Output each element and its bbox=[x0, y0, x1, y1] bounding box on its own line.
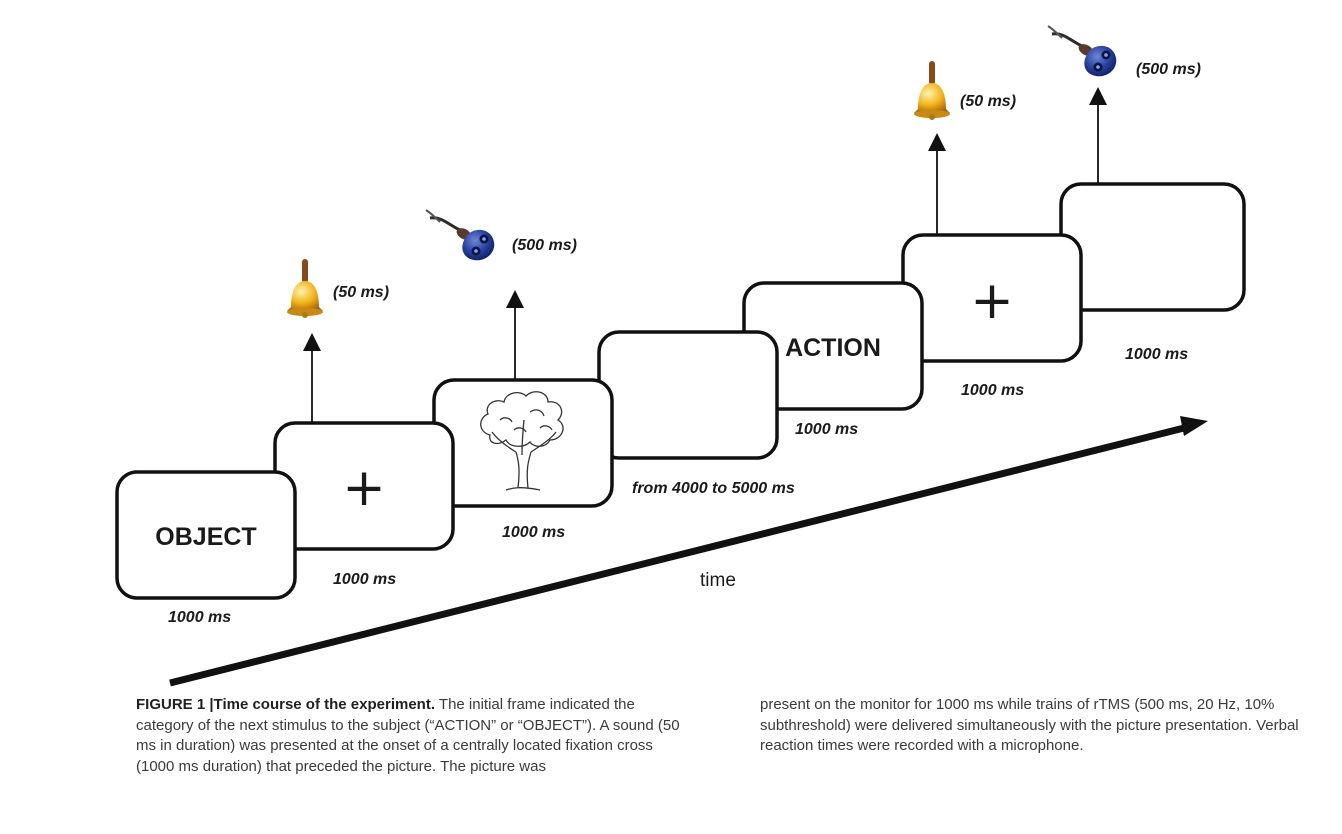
tms-coil-icon bbox=[1046, 24, 1118, 78]
duration-object: 1000 ms bbox=[168, 609, 231, 626]
duration-picture: 1000 ms bbox=[502, 524, 565, 541]
tms-coil-icon bbox=[424, 208, 496, 262]
bell-icon bbox=[287, 259, 323, 318]
caption-text-2: present on the monitor for 1000 ms while… bbox=[760, 696, 1299, 754]
sound-duration-label-1: (50 ms) bbox=[333, 284, 389, 301]
caption-text-1: The initial frame indicated the category… bbox=[136, 696, 680, 775]
action-frame-text: ACTION bbox=[785, 334, 881, 362]
time-axis-arrow bbox=[169, 422, 1193, 687]
duration-action: 1000 ms bbox=[795, 421, 858, 438]
time-axis-arrowhead bbox=[1180, 416, 1208, 436]
object-frame-text: OBJECT bbox=[155, 523, 256, 551]
duration-cross-1: 1000 ms bbox=[333, 571, 396, 588]
caption-title: Time course of the experiment. bbox=[213, 696, 436, 713]
fixation-cross-2: + bbox=[970, 271, 1014, 331]
bell-icon bbox=[914, 61, 950, 120]
duration-blank: from 4000 to 5000 ms bbox=[632, 480, 795, 497]
blank-frame bbox=[597, 330, 779, 460]
sound-duration-label-2: (50 ms) bbox=[960, 93, 1016, 110]
duration-final: 1000 ms bbox=[1125, 346, 1188, 363]
duration-cross-2: 1000 ms bbox=[961, 382, 1024, 399]
picture-frame bbox=[432, 378, 614, 508]
caption-column-2: present on the monitor for 1000 ms while… bbox=[760, 695, 1316, 777]
figure-caption: FIGURE 1 |Time course of the experiment.… bbox=[136, 695, 1316, 777]
tree-drawing bbox=[480, 391, 564, 491]
tms-duration-label-2: (500 ms) bbox=[1136, 61, 1201, 78]
caption-column-1: FIGURE 1 |Time course of the experiment.… bbox=[136, 695, 692, 777]
final-frame bbox=[1059, 182, 1246, 312]
fixation-cross-1: + bbox=[342, 458, 386, 518]
tms-duration-label-1: (500 ms) bbox=[512, 237, 577, 254]
time-axis-label: time bbox=[700, 570, 736, 591]
caption-figure-label: FIGURE 1 | bbox=[136, 696, 214, 713]
object-frame bbox=[115, 470, 297, 600]
